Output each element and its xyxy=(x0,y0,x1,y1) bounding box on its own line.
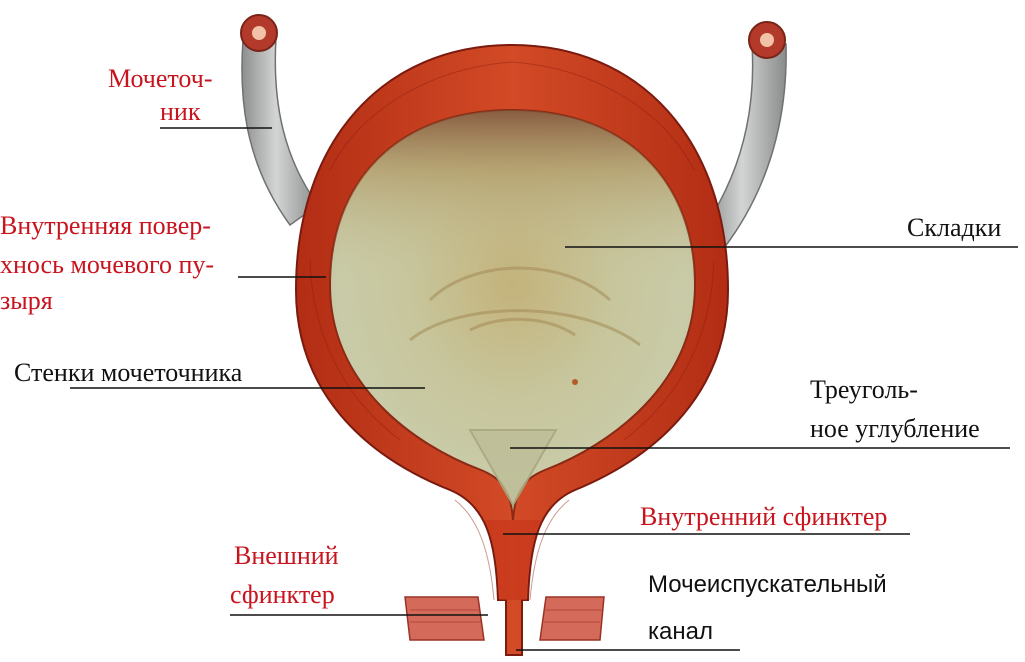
label-urethra-line2: канал xyxy=(648,620,713,644)
left-ureter xyxy=(241,15,318,225)
label-urethra-line1: Мочеиспускательный xyxy=(648,573,887,597)
label-trigone-line2: ное углубление xyxy=(810,416,980,442)
label-external-sphincter-line1: Внешний xyxy=(234,543,339,569)
label-external-sphincter-line2: сфинктер xyxy=(230,582,335,608)
external-sphincter xyxy=(405,597,604,640)
label-ureter-line1: Мочеточ- xyxy=(108,66,213,92)
label-ureter-walls: Стенки мочеточника xyxy=(14,360,242,386)
label-inner-surface-line1: Внутренняя повер- xyxy=(0,213,211,239)
label-ureter-line2: ник xyxy=(160,99,200,125)
label-internal-sphincter: Внутренний сфинктер xyxy=(640,504,887,530)
label-trigone-line1: Треуголь- xyxy=(810,377,918,403)
label-folds: Складки xyxy=(907,215,1001,241)
label-inner-surface-line3: зыря xyxy=(0,288,53,314)
label-inner-surface-line2: хнось мочевого пу- xyxy=(0,252,214,278)
bladder-interior xyxy=(330,110,695,520)
